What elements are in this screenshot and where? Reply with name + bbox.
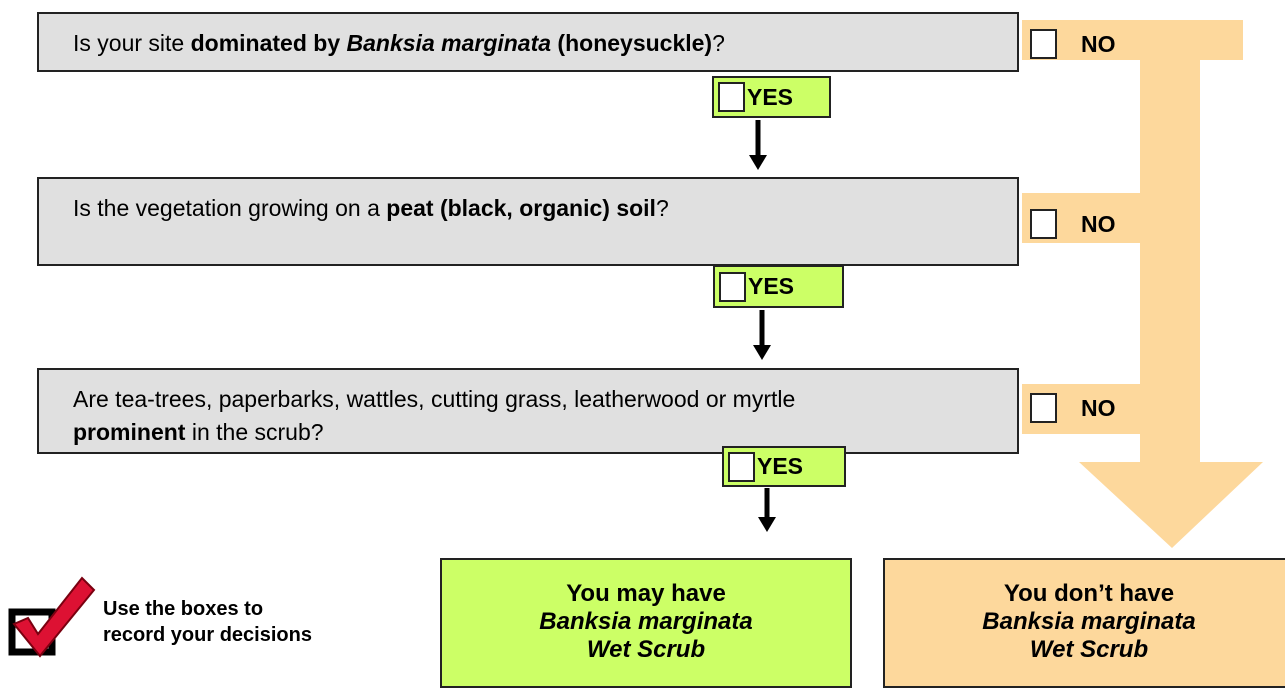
no-option-3: NO	[1030, 390, 1116, 426]
result-positive: You may have Banksia marginata Wet Scrub	[440, 558, 852, 688]
no-checkbox-3[interactable]	[1030, 393, 1057, 423]
result-negative: You don’t have Banksia marginata Wet Scr…	[883, 558, 1285, 688]
question-2: Is the vegetation growing on a peat (bla…	[37, 177, 1019, 266]
yes-checkbox-1[interactable]	[718, 82, 745, 112]
yes-label: YES	[748, 273, 795, 299]
no-checkbox-2[interactable]	[1030, 209, 1057, 239]
question-3: Are tea-trees, paperbarks, wattles, cutt…	[37, 368, 1019, 454]
yes-checkbox-3[interactable]	[728, 451, 755, 482]
flow-arrows	[749, 120, 776, 532]
yes-option-3: YES	[722, 446, 846, 487]
yes-option-2: YES	[713, 265, 844, 308]
checkmark-icon	[8, 576, 96, 658]
no-label: NO	[1081, 210, 1116, 237]
yes-option-1: YES	[712, 76, 831, 118]
no-label: NO	[1081, 30, 1116, 57]
yes-label: YES	[747, 83, 794, 110]
no-option-1: NO	[1030, 26, 1116, 62]
yes-checkbox-2[interactable]	[719, 271, 746, 302]
legend-text: Use the boxes to record your decisions	[103, 598, 312, 646]
no-option-2: NO	[1030, 206, 1116, 242]
question-1: Is your site dominated by Banksia margin…	[37, 12, 1019, 72]
yes-label: YES	[757, 453, 804, 479]
no-checkbox-1[interactable]	[1030, 29, 1057, 59]
no-label: NO	[1081, 394, 1116, 421]
